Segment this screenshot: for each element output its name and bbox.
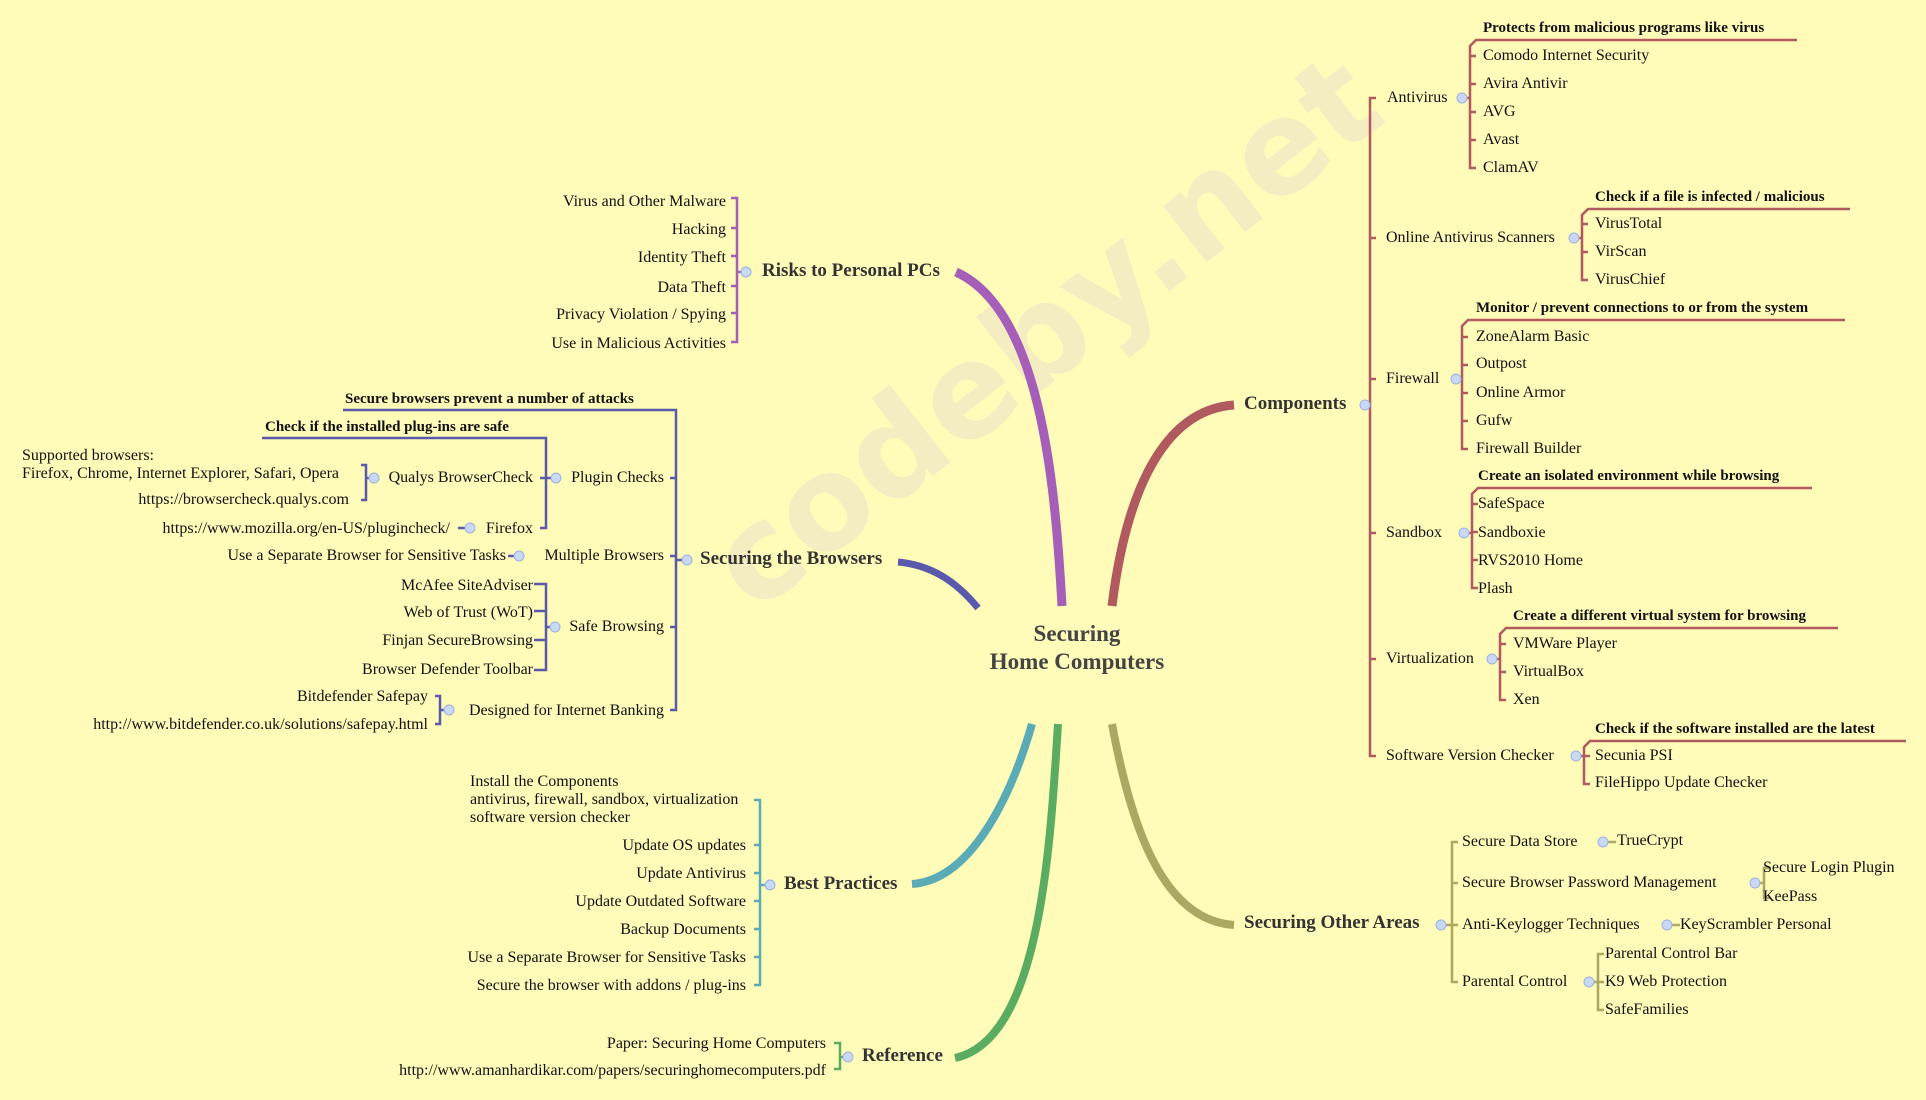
antivirus-item[interactable]: Comodo Internet Security xyxy=(1483,47,1650,64)
parental-control[interactable]: Parental Control xyxy=(1462,973,1568,990)
best-practice-item[interactable]: Use a Separate Browser for Sensitive Tas… xyxy=(467,949,746,966)
browsers-note: Secure browsers prevent a number of atta… xyxy=(345,391,634,407)
antivirus-item[interactable]: ClamAV xyxy=(1483,159,1539,176)
password-management[interactable]: Secure Browser Password Management xyxy=(1462,874,1717,891)
firefox-url[interactable]: https://www.mozilla.org/en-US/pluginchec… xyxy=(162,520,450,537)
virtualization-item[interactable]: VirtualBox xyxy=(1513,663,1585,680)
firewall-item[interactable]: Online Armor xyxy=(1476,384,1566,401)
topic-components[interactable]: Components xyxy=(1244,393,1347,414)
secure-data-store[interactable]: Secure Data Store xyxy=(1462,833,1578,850)
best-practice-item[interactable]: Install the Components antivirus, firewa… xyxy=(470,773,739,826)
scanner-item[interactable]: VirusChief xyxy=(1595,271,1666,288)
antivirus-item[interactable]: AVG xyxy=(1483,103,1516,120)
best-practice-item[interactable]: Secure the browser with addons / plug-in… xyxy=(476,977,746,994)
firewall-item[interactable]: Firewall Builder xyxy=(1476,440,1582,457)
password-item[interactable]: Secure Login Plugin xyxy=(1763,859,1895,876)
central-topic-line2: Home Computers xyxy=(989,649,1165,674)
software-version-checker[interactable]: Software Version Checker xyxy=(1386,747,1554,764)
topic-risks[interactable]: Risks to Personal PCs xyxy=(762,260,940,281)
banking-url[interactable]: http://www.bitdefender.co.uk/solutions/s… xyxy=(93,716,428,733)
scanner-item[interactable]: VirScan xyxy=(1595,243,1647,260)
firewall-note: Monitor / prevent connections to or from… xyxy=(1476,300,1809,316)
sandbox-item[interactable]: SafeSpace xyxy=(1478,495,1545,512)
central-topic[interactable]: Securing Home Computers xyxy=(957,620,1197,676)
scanners-note: Check if a file is infected / malicious xyxy=(1595,189,1825,205)
reference-url[interactable]: http://www.amanhardikar.com/papers/secur… xyxy=(399,1062,826,1079)
virtualization-item[interactable]: VMWare Player xyxy=(1513,635,1618,652)
risk-item[interactable]: Use in Malicious Activities xyxy=(551,335,726,352)
sandbox-note: Create an isolated environment while bro… xyxy=(1478,468,1780,484)
topic-reference[interactable]: Reference xyxy=(862,1045,943,1066)
firewall-item[interactable]: Outpost xyxy=(1476,355,1527,372)
plugin-checks-note: Check if the installed plug-ins are safe xyxy=(265,419,509,435)
antivirus-item[interactable]: Avast xyxy=(1483,131,1520,148)
risk-item[interactable]: Virus and Other Malware xyxy=(563,193,726,210)
sandbox-item[interactable]: RVS2010 Home xyxy=(1478,552,1583,569)
firewall[interactable]: Firewall xyxy=(1386,370,1440,387)
separate-browser-item[interactable]: Use a Separate Browser for Sensitive Tas… xyxy=(227,547,506,564)
version-item[interactable]: Secunia PSI xyxy=(1595,747,1673,764)
safe-browsing-item[interactable]: Finjan SecureBrowsing xyxy=(382,632,533,649)
best-practice-item[interactable]: Update OS updates xyxy=(622,837,746,854)
safe-browsing-item[interactable]: Web of Trust (WoT) xyxy=(403,604,533,621)
version-note: Check if the software installed are the … xyxy=(1595,721,1875,737)
best-practice-item[interactable]: Update Antivirus xyxy=(636,865,746,882)
antivirus[interactable]: Antivirus xyxy=(1387,89,1448,106)
qualys-url[interactable]: https://browsercheck.qualys.com xyxy=(138,491,349,508)
risk-item[interactable]: Hacking xyxy=(671,221,726,238)
firewall-item[interactable]: Gufw xyxy=(1476,412,1513,429)
firefox[interactable]: Firefox xyxy=(485,520,533,537)
virtualization-item[interactable]: Xen xyxy=(1513,691,1540,708)
best-practice-item[interactable]: Update Outdated Software xyxy=(575,893,746,910)
topic-best-practices[interactable]: Best Practices xyxy=(784,873,898,894)
online-scanners[interactable]: Online Antivirus Scanners xyxy=(1386,229,1555,246)
multiple-browsers[interactable]: Multiple Browsers xyxy=(544,547,664,564)
safe-browsing-item[interactable]: Browser Defender Toolbar xyxy=(362,661,533,678)
banking-item[interactable]: Bitdefender Safepay xyxy=(296,688,428,705)
password-item[interactable]: KeePass xyxy=(1763,888,1818,905)
firewall-item[interactable]: ZoneAlarm Basic xyxy=(1476,328,1590,345)
qualys-supported-browsers: Supported browsers: Firefox, Chrome, Int… xyxy=(22,447,340,482)
keylogger-item[interactable]: KeyScrambler Personal xyxy=(1680,916,1832,933)
sandbox-item[interactable]: Plash xyxy=(1478,580,1513,597)
virtualization-note: Create a different virtual system for br… xyxy=(1513,608,1807,624)
reference-item[interactable]: Paper: Securing Home Computers xyxy=(606,1035,826,1052)
sandbox[interactable]: Sandbox xyxy=(1386,524,1442,541)
anti-keylogger[interactable]: Anti-Keylogger Techniques xyxy=(1462,916,1640,933)
risk-item[interactable]: Data Theft xyxy=(657,279,726,296)
best-practice-item[interactable]: Backup Documents xyxy=(620,921,746,938)
topic-browsers[interactable]: Securing the Browsers xyxy=(700,548,883,569)
safe-browsing-item[interactable]: McAfee SiteAdviser xyxy=(401,577,533,594)
plugin-checks[interactable]: Plugin Checks xyxy=(571,469,664,486)
data-store-item[interactable]: TrueCrypt xyxy=(1617,832,1684,849)
risk-item[interactable]: Privacy Violation / Spying xyxy=(556,306,726,323)
topic-other-areas[interactable]: Securing Other Areas xyxy=(1244,912,1420,933)
scanner-item[interactable]: VirusTotal xyxy=(1595,215,1663,232)
internet-banking[interactable]: Designed for Internet Banking xyxy=(468,702,664,719)
parental-item[interactable]: K9 Web Protection xyxy=(1605,973,1727,990)
parental-item[interactable]: Parental Control Bar xyxy=(1605,945,1738,962)
parental-item[interactable]: SafeFamilies xyxy=(1605,1001,1689,1018)
antivirus-note: Protects from malicious programs like vi… xyxy=(1483,20,1765,36)
virtualization[interactable]: Virtualization xyxy=(1386,650,1474,667)
version-item[interactable]: FileHippo Update Checker xyxy=(1595,774,1768,791)
sandbox-item[interactable]: Sandboxie xyxy=(1478,524,1546,541)
central-topic-line1: Securing xyxy=(1033,621,1121,646)
antivirus-item[interactable]: Avira Antivir xyxy=(1483,75,1568,92)
qualys-browsercheck[interactable]: Qualys BrowserCheck xyxy=(388,469,533,486)
risk-item[interactable]: Identity Theft xyxy=(637,249,726,266)
safe-browsing[interactable]: Safe Browsing xyxy=(569,618,664,635)
